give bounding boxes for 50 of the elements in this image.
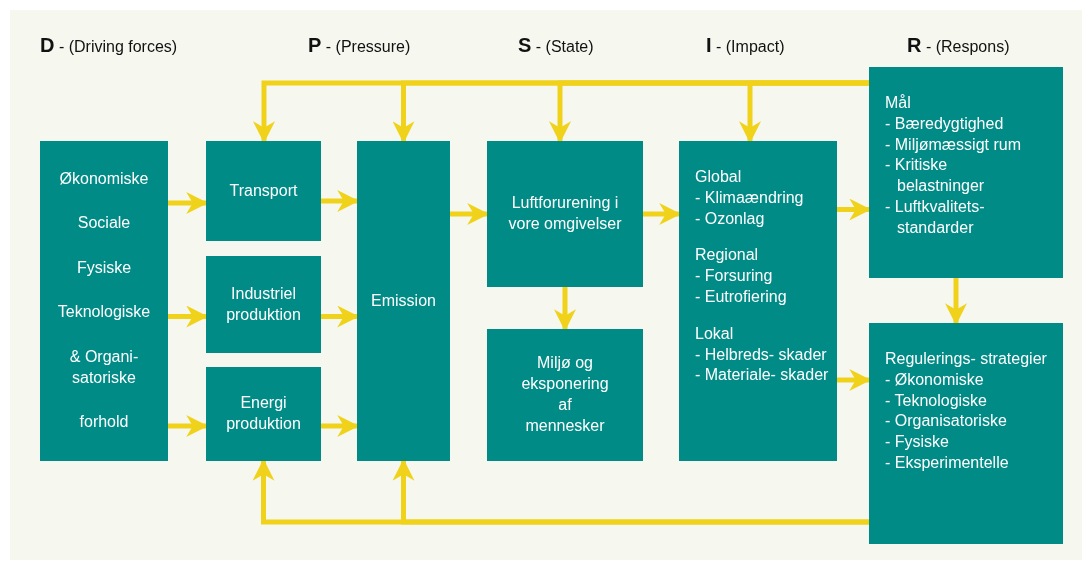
box-text: Fysiske: [76, 257, 132, 278]
box-text: - Bæredygtighed: [885, 113, 1005, 134]
process-box: [869, 323, 1063, 544]
box-text: - Organisatoriske: [885, 411, 1008, 432]
box-text: Global: [695, 167, 743, 187]
process-box: [869, 67, 1063, 278]
process-box: [206, 256, 321, 353]
box-text: - Ozonlag: [695, 208, 766, 229]
box-text: Mål: [885, 93, 912, 113]
box-text: Emission: [371, 290, 436, 311]
box-text: - Eutrofiering: [695, 287, 788, 307]
box-text: - Klimaændring: [695, 187, 805, 208]
box-text: Regional: [695, 245, 760, 266]
process-box: [206, 367, 321, 461]
box-text: - Økonomiske: [885, 369, 985, 390]
box-text: - Teknologiske: [885, 390, 988, 411]
box-text: Lokal: [695, 323, 735, 344]
box-text: - Forsuring: [695, 266, 774, 287]
column-heading: R - (Respons): [907, 34, 1010, 57]
box-text: Økonomiske: [59, 168, 149, 189]
box-text: Luftforurening i vore omgivelser: [507, 193, 623, 234]
box-text: - Kritiske belastninger: [885, 155, 986, 197]
box-text: Teknologiske: [57, 302, 151, 323]
box-text: Sociale: [77, 213, 131, 234]
box-text: - Miljømæssigt rum: [885, 134, 1022, 155]
box-text: - Helbreds- skader: [695, 344, 828, 365]
box-text: - Eksperimentelle: [885, 453, 1010, 473]
process-box: [357, 141, 450, 461]
arrow: [554, 287, 576, 332]
box-text: - Materiale- skader: [695, 365, 829, 386]
box-text: Industriel produktion: [225, 283, 302, 325]
column-heading: S - (State): [518, 34, 594, 57]
box-text: & Organi- satoriske: [68, 347, 140, 388]
box-text: Energi produktion: [225, 393, 302, 434]
box-text: Regulerings- strategier: [885, 349, 1048, 369]
process-box: [40, 141, 168, 461]
box-text: Transport: [229, 180, 298, 201]
column-heading: P - (Pressure): [308, 34, 411, 57]
column-heading: I - (Impact): [706, 34, 785, 57]
process-box: [487, 329, 643, 461]
process-box: [206, 141, 321, 241]
process-box: [487, 141, 643, 287]
box-text: forhold: [79, 412, 129, 433]
arrow: [945, 278, 967, 326]
process-box: [679, 141, 837, 461]
box-text: - Luftkvalitets- standarder: [885, 197, 986, 238]
box-text: - Fysiske: [885, 432, 950, 453]
arrow: [739, 80, 869, 144]
column-heading: D - (Driving forces): [40, 34, 178, 57]
box-text: Miljø og eksponering af mennesker: [521, 353, 609, 436]
